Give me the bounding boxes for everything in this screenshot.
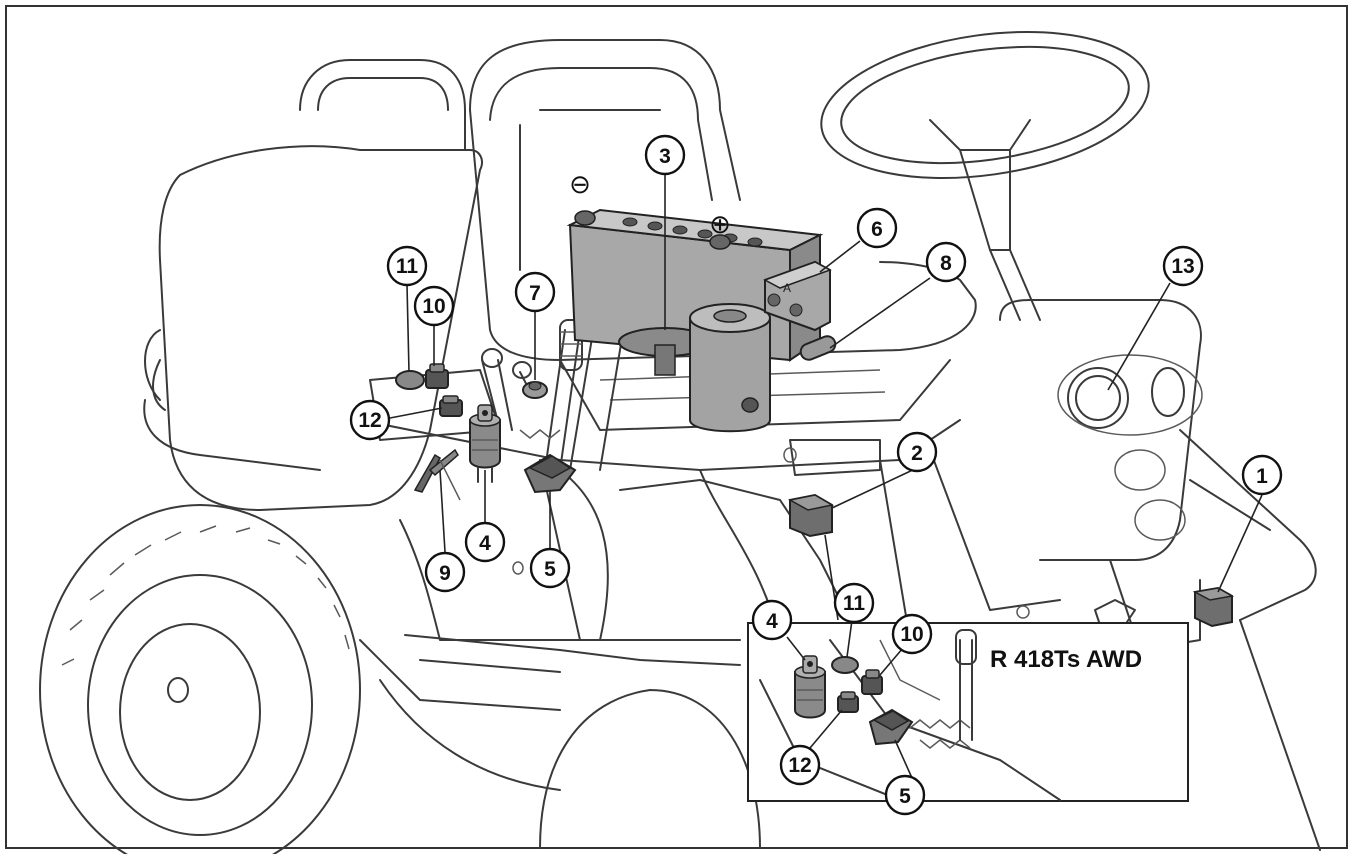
switch-11 <box>395 370 425 390</box>
svg-text:13: 13 <box>1171 255 1194 278</box>
callout-5: 5 <box>529 547 571 589</box>
callout-7: 7 <box>514 271 556 313</box>
callout-10: 10 <box>413 285 455 327</box>
negative-terminal <box>574 210 596 226</box>
svg-text:3: 3 <box>659 145 671 168</box>
svg-text:5: 5 <box>899 785 911 808</box>
inset-callout-5: 5 <box>884 774 926 816</box>
positive-terminal-symbol: ⊕ <box>709 209 731 239</box>
svg-text:10: 10 <box>900 623 923 646</box>
inset-title: R 418Ts AWD <box>990 646 1142 673</box>
svg-text:7: 7 <box>529 282 541 305</box>
svg-text:5: 5 <box>544 558 556 581</box>
svg-text:8: 8 <box>940 252 952 275</box>
callout-13: 13 <box>1162 245 1204 287</box>
inset-callout-12: 12 <box>779 744 821 786</box>
callout-12: 12 <box>349 399 391 441</box>
svg-text:6: 6 <box>871 218 883 241</box>
svg-text:11: 11 <box>396 255 419 278</box>
positive-terminal <box>709 234 731 250</box>
svg-text:2: 2 <box>911 442 923 465</box>
indicator-12 <box>439 395 463 417</box>
negative-terminal-symbol: ⊖ <box>569 169 591 199</box>
mower-outline <box>39 30 1321 859</box>
callout-11: 11 <box>386 245 428 287</box>
inset-switch-11 <box>831 656 859 674</box>
svg-text:12: 12 <box>358 409 381 432</box>
callout-3: 3 <box>644 134 686 176</box>
inset-indicator-12 <box>837 691 859 713</box>
svg-text:A: A <box>783 281 791 295</box>
inset-callout-10: 10 <box>891 613 933 655</box>
svg-text:9: 9 <box>439 562 451 585</box>
svg-text:10: 10 <box>422 295 445 318</box>
inset-callout-4: 4 <box>751 599 793 641</box>
solenoid-cylinder <box>618 303 771 433</box>
svg-text:12: 12 <box>788 754 811 777</box>
inset-panel: R 418Ts AWD <box>747 622 1189 802</box>
svg-text:11: 11 <box>843 592 866 615</box>
inset-callout-11: 11 <box>833 582 875 624</box>
callout-2: 2 <box>896 431 938 473</box>
ignition-switch <box>469 404 501 483</box>
callout-6: 6 <box>856 207 898 249</box>
callout-8: 8 <box>925 241 967 283</box>
svg-text:1: 1 <box>1256 465 1268 488</box>
callout-4: 4 <box>464 521 506 563</box>
relay-box: A <box>763 260 832 332</box>
switch-box-2 <box>787 493 835 538</box>
inset-ignition-switch <box>794 655 826 719</box>
callout-1: 1 <box>1241 454 1283 496</box>
inset-pto-switch <box>868 708 914 746</box>
svg-text:4: 4 <box>766 610 778 633</box>
pto-switch <box>523 453 577 494</box>
callouts: 1 2 3 4 5 6 7 8 9 10 11 12 13 4 5 10 11 … <box>349 134 1283 816</box>
switch-10 <box>425 363 449 389</box>
callout-9: 9 <box>424 551 466 593</box>
nut <box>522 381 548 399</box>
leader-lines <box>389 172 1263 779</box>
switch-box-1 <box>1192 586 1235 628</box>
battery-caps <box>622 217 763 247</box>
inset-switch-10 <box>861 669 883 695</box>
svg-text:4: 4 <box>479 532 491 555</box>
connector-plug <box>413 448 461 501</box>
fuse <box>799 335 837 361</box>
